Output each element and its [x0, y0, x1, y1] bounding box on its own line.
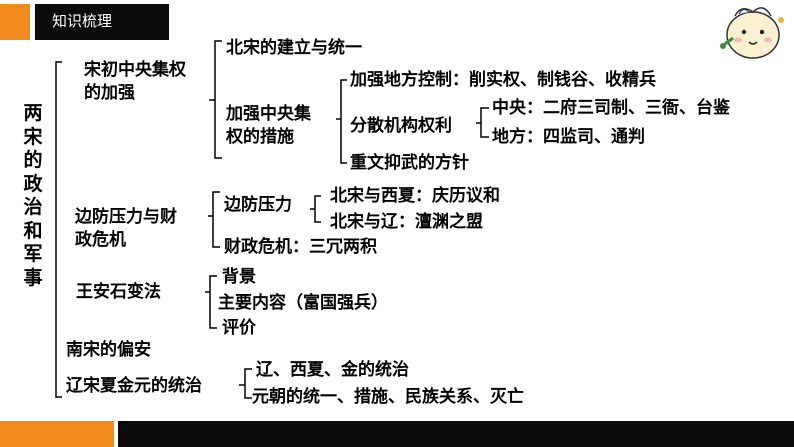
- song-xixia: 北宋与西夏：庆历议和: [330, 186, 500, 206]
- local-institutions: 地方：四监司、通判: [492, 127, 645, 147]
- section-1-title-line-2: 的加强: [84, 83, 135, 103]
- reform-evaluation: 评价: [222, 318, 256, 338]
- section-2-title-line-2: 政危机: [75, 230, 126, 250]
- central-institutions: 中央：二府三司制、三衙、台鉴: [492, 98, 730, 118]
- section-2-title-line-1: 边防压力与财: [75, 207, 177, 227]
- section-3-title: 王安石变法: [76, 282, 161, 302]
- footer-bar: [118, 421, 794, 447]
- local-control: 加强地方控制：削实权、制钱谷、收精兵: [350, 70, 656, 90]
- header-title-bar: [35, 4, 169, 40]
- page-title: 知识梳理: [52, 12, 113, 30]
- footer-accent-bar: [0, 421, 114, 447]
- section-5-title: 辽宋夏金元的统治: [66, 376, 202, 396]
- measures-title-line-2: 权的措施: [226, 127, 294, 147]
- liao-xia-jin-rule: 辽、西夏、金的统治: [256, 360, 409, 380]
- root-topic: 两宋的政 治和军事: [23, 102, 43, 289]
- fiscal-crisis: 财政危机：三冗两积: [224, 237, 377, 257]
- round-face-mascot-icon: [720, 7, 784, 59]
- civil-over-military: 重文抑武的方针: [350, 153, 469, 173]
- song-liao: 北宋与辽：澶渊之盟: [330, 212, 483, 232]
- reform-content: 主要内容（富国强兵）: [218, 293, 388, 313]
- yuan-dynasty: 元朝的统一、措施、民族关系、灭亡: [252, 387, 524, 407]
- section-1-title-line-1: 宋初中央集权: [84, 60, 186, 80]
- header-accent-bar: [0, 4, 30, 40]
- border-pressure: 边防压力: [224, 195, 292, 215]
- beisong-founding: 北宋的建立与统一: [226, 38, 362, 58]
- section-4-title: 南宋的偏安: [66, 340, 151, 360]
- measures-title-line-1: 加强中央集: [226, 104, 311, 124]
- divided-power: 分散机构权利: [350, 116, 452, 136]
- reform-background: 背景: [222, 267, 256, 287]
